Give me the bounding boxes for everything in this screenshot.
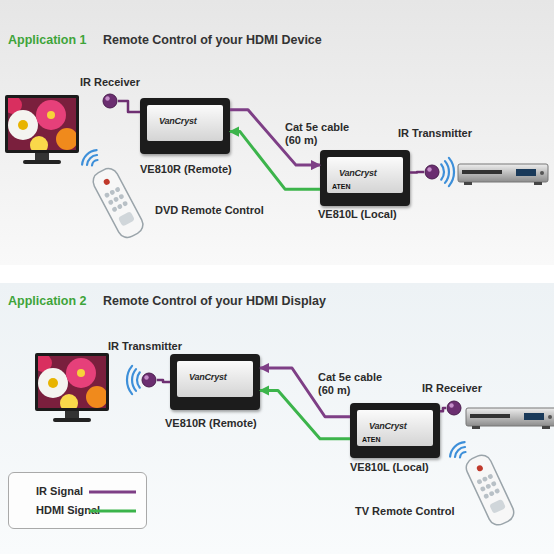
dvd-player (458, 164, 548, 185)
cable-label: Cat 5e cable (60 m) (285, 121, 359, 146)
signal-cable (440, 408, 446, 411)
brand-logo: VanCryst (339, 168, 377, 178)
ir-waves (87, 155, 97, 165)
extender-box: VanCrystVE810R (Remote) (170, 354, 260, 410)
ir-waves (449, 158, 454, 186)
remote-label: TV Remote Control (355, 505, 455, 518)
extender-box: VanCrystVE810R (Remote) (140, 98, 230, 154)
remote-control (90, 165, 147, 241)
device-label: IR Receiver (80, 76, 140, 89)
dvd-player (466, 408, 554, 429)
section-number: Application 2 (8, 294, 86, 308)
extender-box: VanCrystATENVE810L (Local) (320, 150, 410, 206)
device-label: IR Transmitter (398, 127, 472, 140)
ir-bulb-shape (144, 375, 148, 379)
ir-bulb-shape (446, 400, 462, 416)
tv-illustration (4, 95, 79, 164)
brand-logo: VanCryst (369, 421, 407, 431)
tv-illustration (34, 353, 109, 422)
brand-logo: VanCryst (189, 372, 227, 382)
signal-cable (157, 380, 170, 382)
ir-bulb-shape (424, 164, 440, 180)
ir-bulb: IR Receiver (102, 93, 118, 109)
ir-bulb: IR Transmitter (424, 164, 440, 180)
ir-waves (455, 447, 465, 457)
ir-waves (450, 442, 465, 457)
remote-control (90, 165, 517, 528)
ir-bulb-shape (141, 372, 157, 388)
ir-waves (82, 150, 97, 165)
section-title: Remote Control of your HDMI Device (103, 33, 322, 47)
brand-logo: ATEN (362, 436, 381, 444)
ir-bulb-shape (142, 373, 156, 387)
ir-bulb: IR Receiver (446, 400, 462, 416)
ir-waves (132, 369, 136, 391)
section-title: Remote Control of your HDMI Display (103, 294, 326, 308)
remote-label: DVD Remote Control (155, 204, 264, 217)
ir-bulb: IR Transmitter (141, 372, 157, 388)
ir-waves (137, 372, 140, 387)
legend-text: IR Signal (36, 485, 83, 498)
device-label: IR Transmitter (108, 340, 182, 353)
cable-label: Cat 5e cable (60 m) (318, 371, 392, 396)
extender-box: VanCrystATENVE810L (Local) (350, 403, 440, 458)
legend-line (89, 510, 136, 513)
ir-bulb-shape (447, 401, 461, 415)
ir-bulb-shape (103, 94, 117, 108)
ir-waves (441, 164, 444, 179)
ir-bulb-shape (425, 165, 439, 179)
section-number: Application 1 (8, 33, 86, 47)
ir-waves (445, 161, 449, 183)
legend-line (89, 507, 136, 515)
device-label: VE810R (Remote) (165, 417, 257, 430)
ir-waves (127, 366, 132, 394)
ir-bulb-shape (449, 403, 453, 407)
device-label: VE810L (Local) (350, 461, 429, 474)
legend-line (89, 488, 136, 496)
device-label: VE810L (Local) (318, 208, 397, 221)
legend-box: IR SignalHDMI Signal (8, 472, 147, 529)
ir-bulb-shape (102, 93, 118, 109)
ir-waves (82, 150, 465, 457)
signal-cable (410, 171, 424, 174)
device-label: VE810R (Remote) (140, 163, 232, 176)
signal-cable (118, 101, 140, 112)
signal-cable (260, 390, 350, 438)
tv-illustration (4, 95, 109, 422)
ir-waves (460, 452, 466, 458)
legend-line (89, 491, 136, 494)
brand-logo: VanCryst (159, 116, 197, 126)
ir-bulb-shape (427, 167, 431, 171)
remote-control (463, 452, 517, 528)
brand-logo: ATEN (332, 183, 351, 191)
ir-waves (92, 160, 98, 166)
device-label: IR Receiver (422, 382, 482, 395)
ir-bulb-shape (105, 96, 109, 100)
